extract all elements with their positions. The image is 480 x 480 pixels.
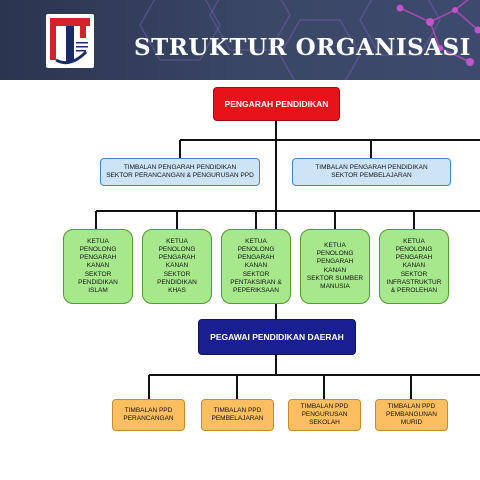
node-timbalan-perancangan-pengurusan: TIMBALAN PENGARAH PENDIDIKAN SEKTOR PERA…: [100, 158, 260, 186]
node-pengarah-pendidikan: PENGARAH PENDIDIKAN: [213, 87, 340, 121]
node-ketua-infrastruktur-perolehan: KETUA PENOLONG PENGARAH KANAN SEKTOR INF…: [379, 229, 449, 304]
page-title: STRUKTUR ORGANISASI: [134, 34, 471, 61]
node-timbalan-pembelajaran: TIMBALAN PENGARAH PENDIDIKAN SEKTOR PEMB…: [292, 158, 451, 186]
node-ketua-sumber-manusia: KETUA PENOLONG PENGARAH KANAN SEKTOR SUM…: [300, 229, 370, 304]
node-timbalan-ppd-pembelajaran: TIMBALAN PPD PEMBELAJARAN: [201, 399, 274, 431]
header-banner: STRUKTUR ORGANISASI: [0, 0, 480, 80]
node-timbalan-ppd-perancangan: TIMBALAN PPD PERANCANGAN: [112, 399, 185, 431]
node-timbalan-ppd-pembangunan-murid: TIMBALAN PPD PEMBANGUNAN MURID: [375, 399, 448, 431]
node-ketua-pendidikan-khas: KETUA PENOLONG PENGARAH KANAN SEKTOR PEN…: [142, 229, 212, 304]
hexagon-pattern-decoration: [139, 0, 480, 80]
node-timbalan-ppd-pengurusan-sekolah: TIMBALAN PPD PENGURUSAN SEKOLAH: [288, 399, 361, 431]
node-ketua-pentaksiran-peperiksaan: KETUA PENOLONG PENGARAH KANAN SEKTOR PEN…: [221, 229, 291, 304]
node-pegawai-pendidikan-daerah: PEGAWAI PENDIDIKAN DAERAH: [198, 319, 356, 355]
node-ketua-pendidikan-islam: KETUA PENOLONG PENGARAH KANAN SEKTOR PEN…: [63, 229, 133, 304]
jpn-logo: [46, 14, 94, 68]
